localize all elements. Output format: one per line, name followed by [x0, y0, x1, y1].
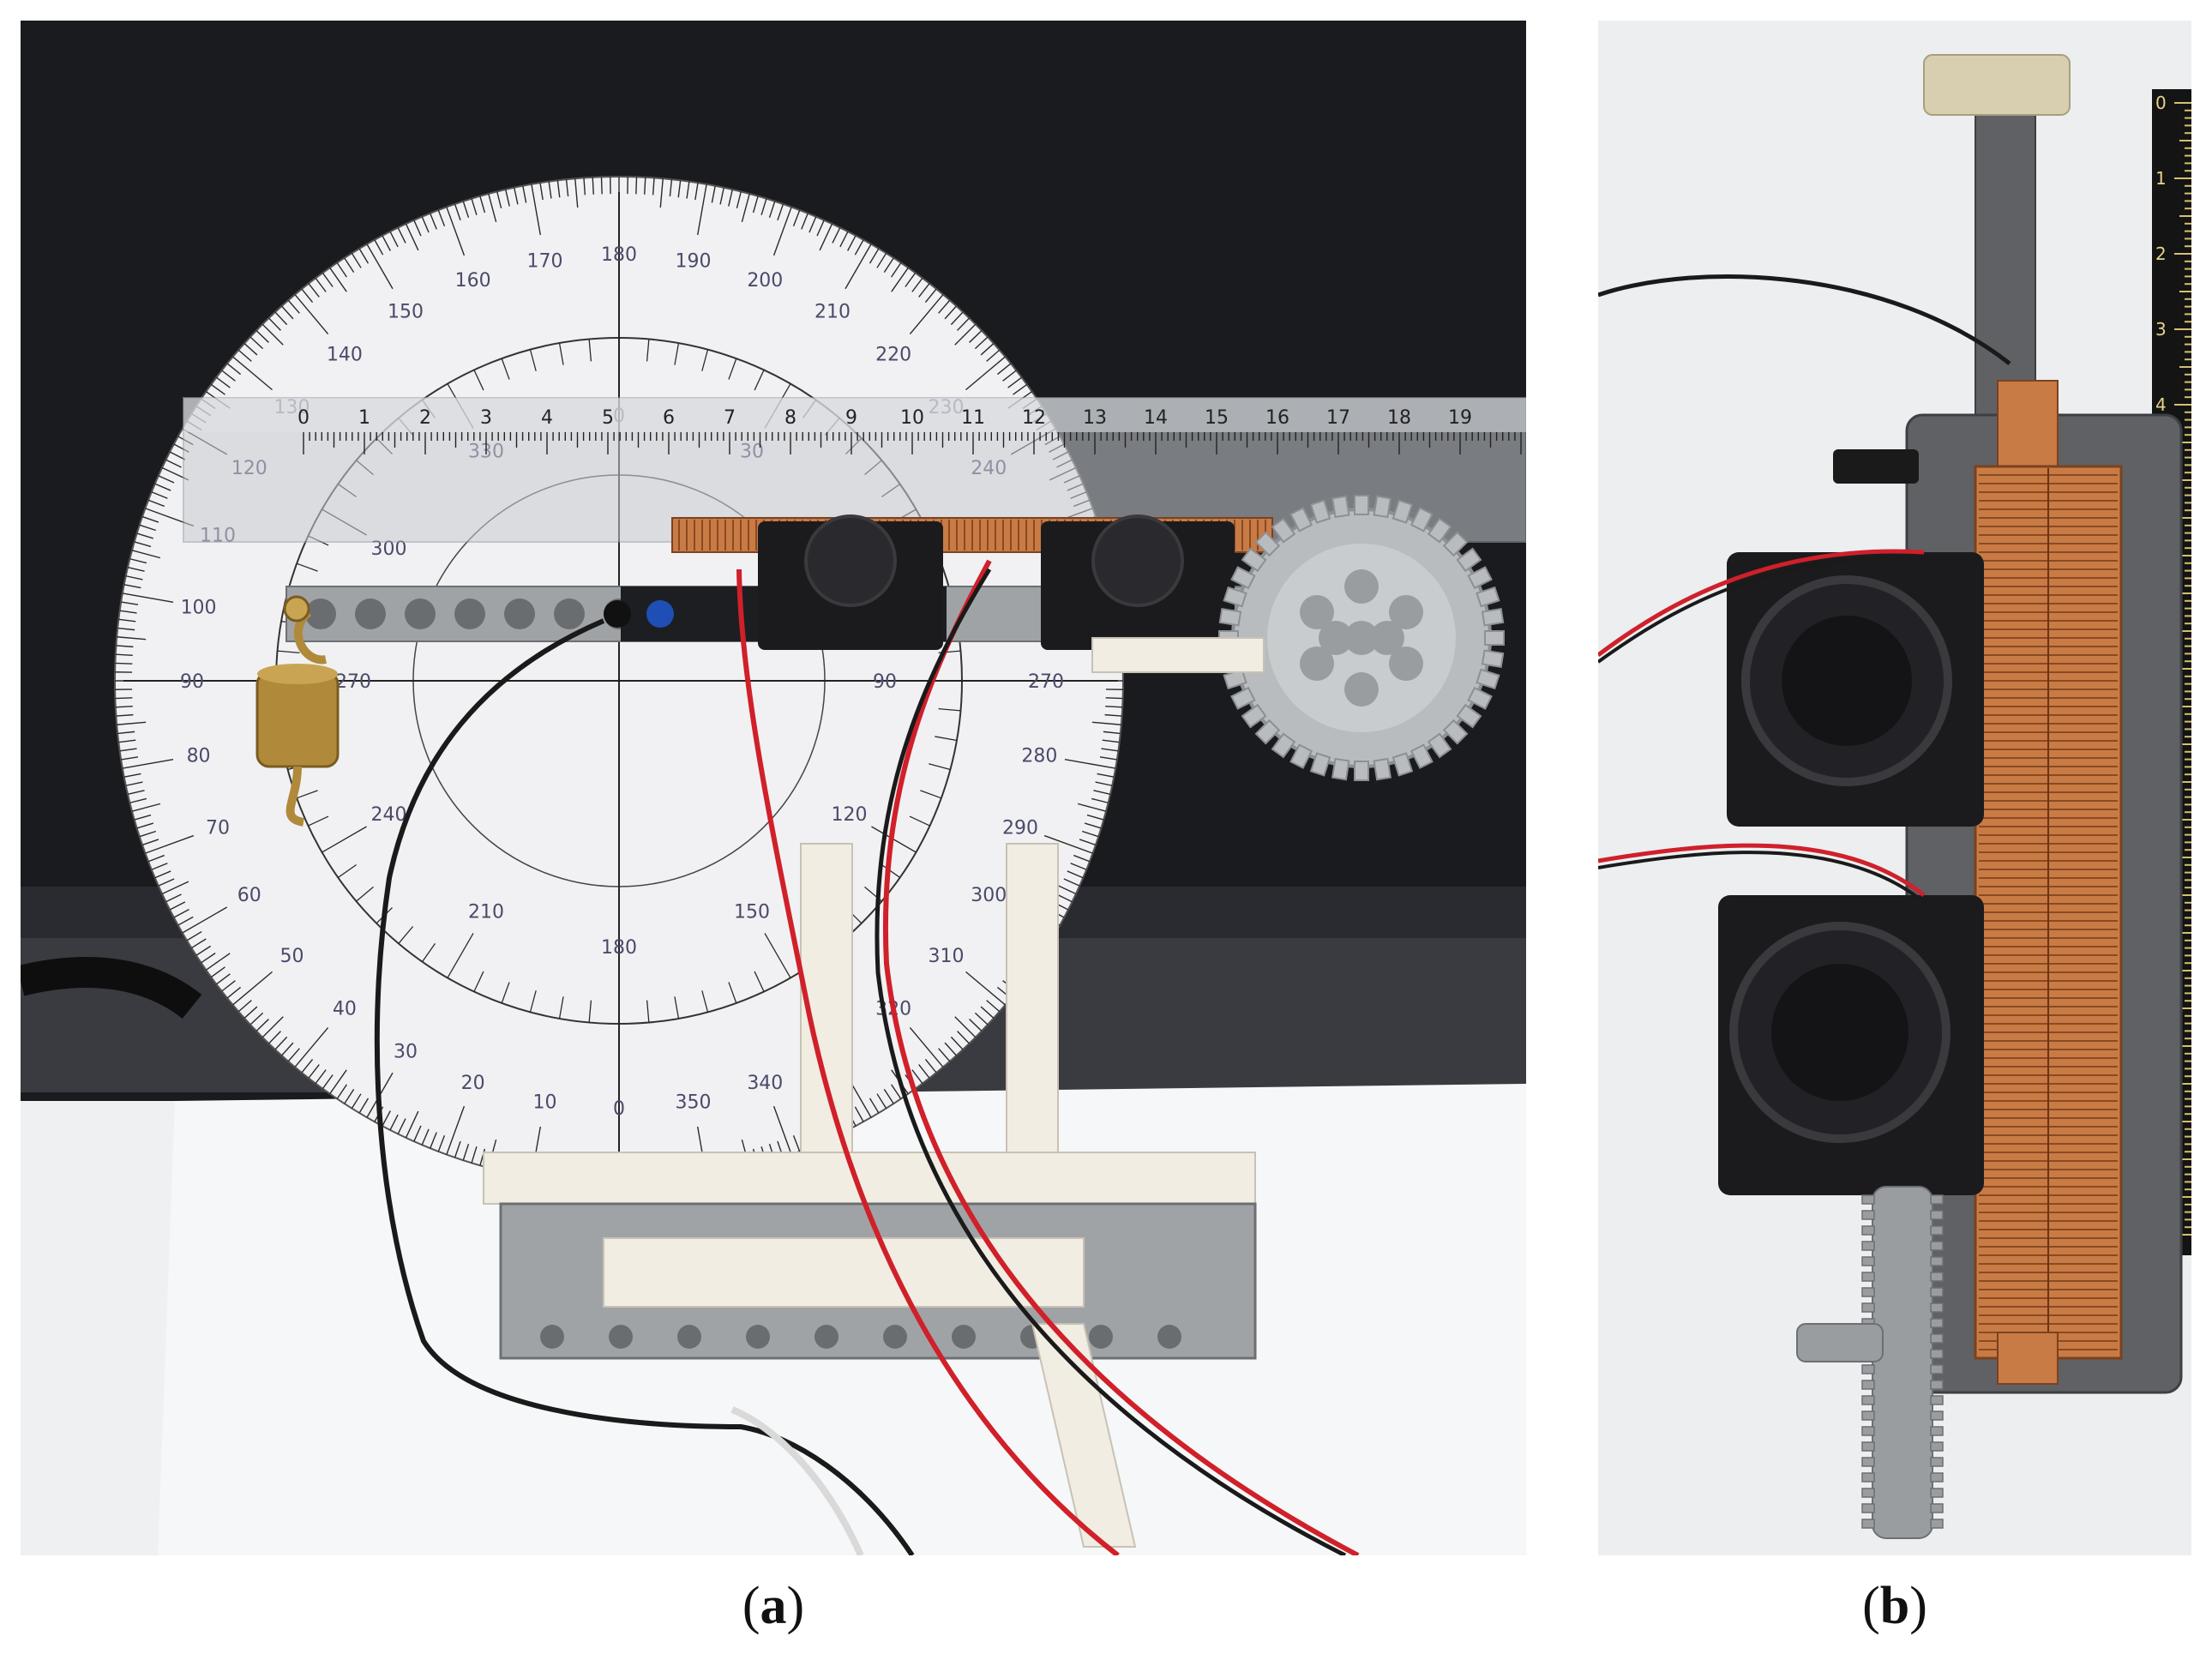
- protractor-outer-label: 300: [971, 885, 1007, 906]
- protractor-inner-label: 210: [468, 901, 504, 923]
- gear-wheel: [1796, 1186, 1944, 1539]
- ruler-a-number: 18: [1387, 407, 1411, 429]
- cooling-bar: [286, 495, 1505, 781]
- caption-b: (b): [1862, 1577, 1927, 1635]
- protractor-inner-label: 150: [734, 901, 770, 923]
- ruler-a-number: 1: [358, 407, 370, 429]
- blower-fan-1: [1727, 552, 1984, 827]
- protractor-outer-label: 160: [455, 270, 491, 292]
- ruler-b-number: 3: [2155, 319, 2167, 340]
- vertical-beam: [1975, 54, 2036, 433]
- ruler-a-number: 13: [1083, 407, 1107, 429]
- protractor-inner-label: 240: [371, 804, 407, 826]
- ruler-b-number: 4: [2155, 394, 2167, 415]
- protractor-outer-label: 80: [187, 745, 211, 767]
- protractor-outer-label: 170: [527, 251, 563, 273]
- ruler-b-number: 1: [2155, 168, 2167, 189]
- ruler-a-number: 9: [845, 407, 857, 429]
- protractor-outer-label: 100: [181, 598, 217, 619]
- protractor-outer-label: 50: [280, 946, 304, 967]
- ruler-a-number: 8: [784, 407, 796, 429]
- protractor-outer-label: 150: [388, 302, 424, 323]
- protractor-outer-label: 350: [675, 1092, 711, 1113]
- protractor-outer-label: 30: [394, 1041, 418, 1062]
- protractor-outer-label: 340: [747, 1073, 783, 1094]
- ruler-b-number: 0: [2155, 93, 2167, 113]
- red-wire-2: [1598, 843, 1926, 897]
- caption-a: (a): [742, 1577, 805, 1635]
- protractor-outer-label: 70: [206, 817, 230, 839]
- protractor-outer-label: 290: [1002, 817, 1038, 839]
- protractor-outer-label: 180: [601, 244, 637, 266]
- protractor-outer-label: 190: [675, 251, 711, 273]
- protractor-outer-label: 210: [814, 302, 851, 323]
- protractor-outer-label: 60: [237, 885, 261, 906]
- ruler-a-number: 17: [1326, 407, 1350, 429]
- ruler-a-number: 19: [1448, 407, 1472, 429]
- ruler-b-number: 2: [2155, 244, 2167, 264]
- protractor-inner-label: 270: [335, 671, 371, 693]
- ruler-a-number: 10: [900, 407, 924, 429]
- protractor-outer-label: 280: [1021, 745, 1057, 767]
- coiled-cable: [21, 957, 202, 1019]
- ruler-a-number: 2: [419, 407, 431, 429]
- ruler-a-number: 12: [1022, 407, 1046, 429]
- protractor-outer-label: 90: [180, 671, 204, 693]
- blower-fan-2: [1718, 895, 1984, 1195]
- protractor-outer-label: 200: [747, 270, 783, 292]
- protractor-inner-label: 90: [873, 671, 897, 693]
- apparatus-front-view: 0102030405060708090100110120130140150160…: [21, 21, 1526, 1555]
- ruler-a-number: 0: [298, 407, 310, 429]
- ruler-a-number: 14: [1144, 407, 1168, 429]
- ruler-a-number: 7: [724, 407, 736, 429]
- ruler-a-number: 6: [663, 407, 675, 429]
- protractor-outer-label: 0: [613, 1098, 625, 1120]
- protractor-outer-label: 220: [875, 345, 911, 366]
- ruler-a-number: 5: [602, 407, 614, 429]
- blue-connector: [646, 600, 674, 628]
- protractor-outer-label: 20: [461, 1073, 485, 1094]
- protractor-outer-label: 270: [1028, 671, 1064, 693]
- ruler-a-number: 16: [1265, 407, 1289, 429]
- pin-connector: [1923, 54, 2071, 116]
- photo-panel-a: 0102030405060708090100110120130140150160…: [21, 21, 1526, 1555]
- protractor-outer-label: 40: [333, 998, 357, 1019]
- protractor-inner-label: 180: [601, 937, 637, 959]
- red-wire-1: [736, 568, 1120, 1555]
- red-wire-2: [882, 559, 1360, 1555]
- lego-stand: [483, 843, 1257, 1548]
- gear-wheel: [1218, 495, 1505, 781]
- ruler-a-number: 15: [1205, 407, 1229, 429]
- ruler-a-number: 4: [541, 407, 553, 429]
- protractor-outer-label: 310: [928, 946, 964, 967]
- protractor-outer-label: 140: [327, 345, 363, 366]
- red-wire-1: [1598, 549, 1925, 658]
- ruler-a-number: 3: [480, 407, 492, 429]
- black-wire: [1598, 274, 2011, 365]
- ruler-a-number: 11: [961, 407, 985, 429]
- protractor-inner-label: 120: [831, 804, 867, 826]
- protractor-outer-label: 10: [533, 1092, 557, 1113]
- brass-weight: [255, 595, 340, 827]
